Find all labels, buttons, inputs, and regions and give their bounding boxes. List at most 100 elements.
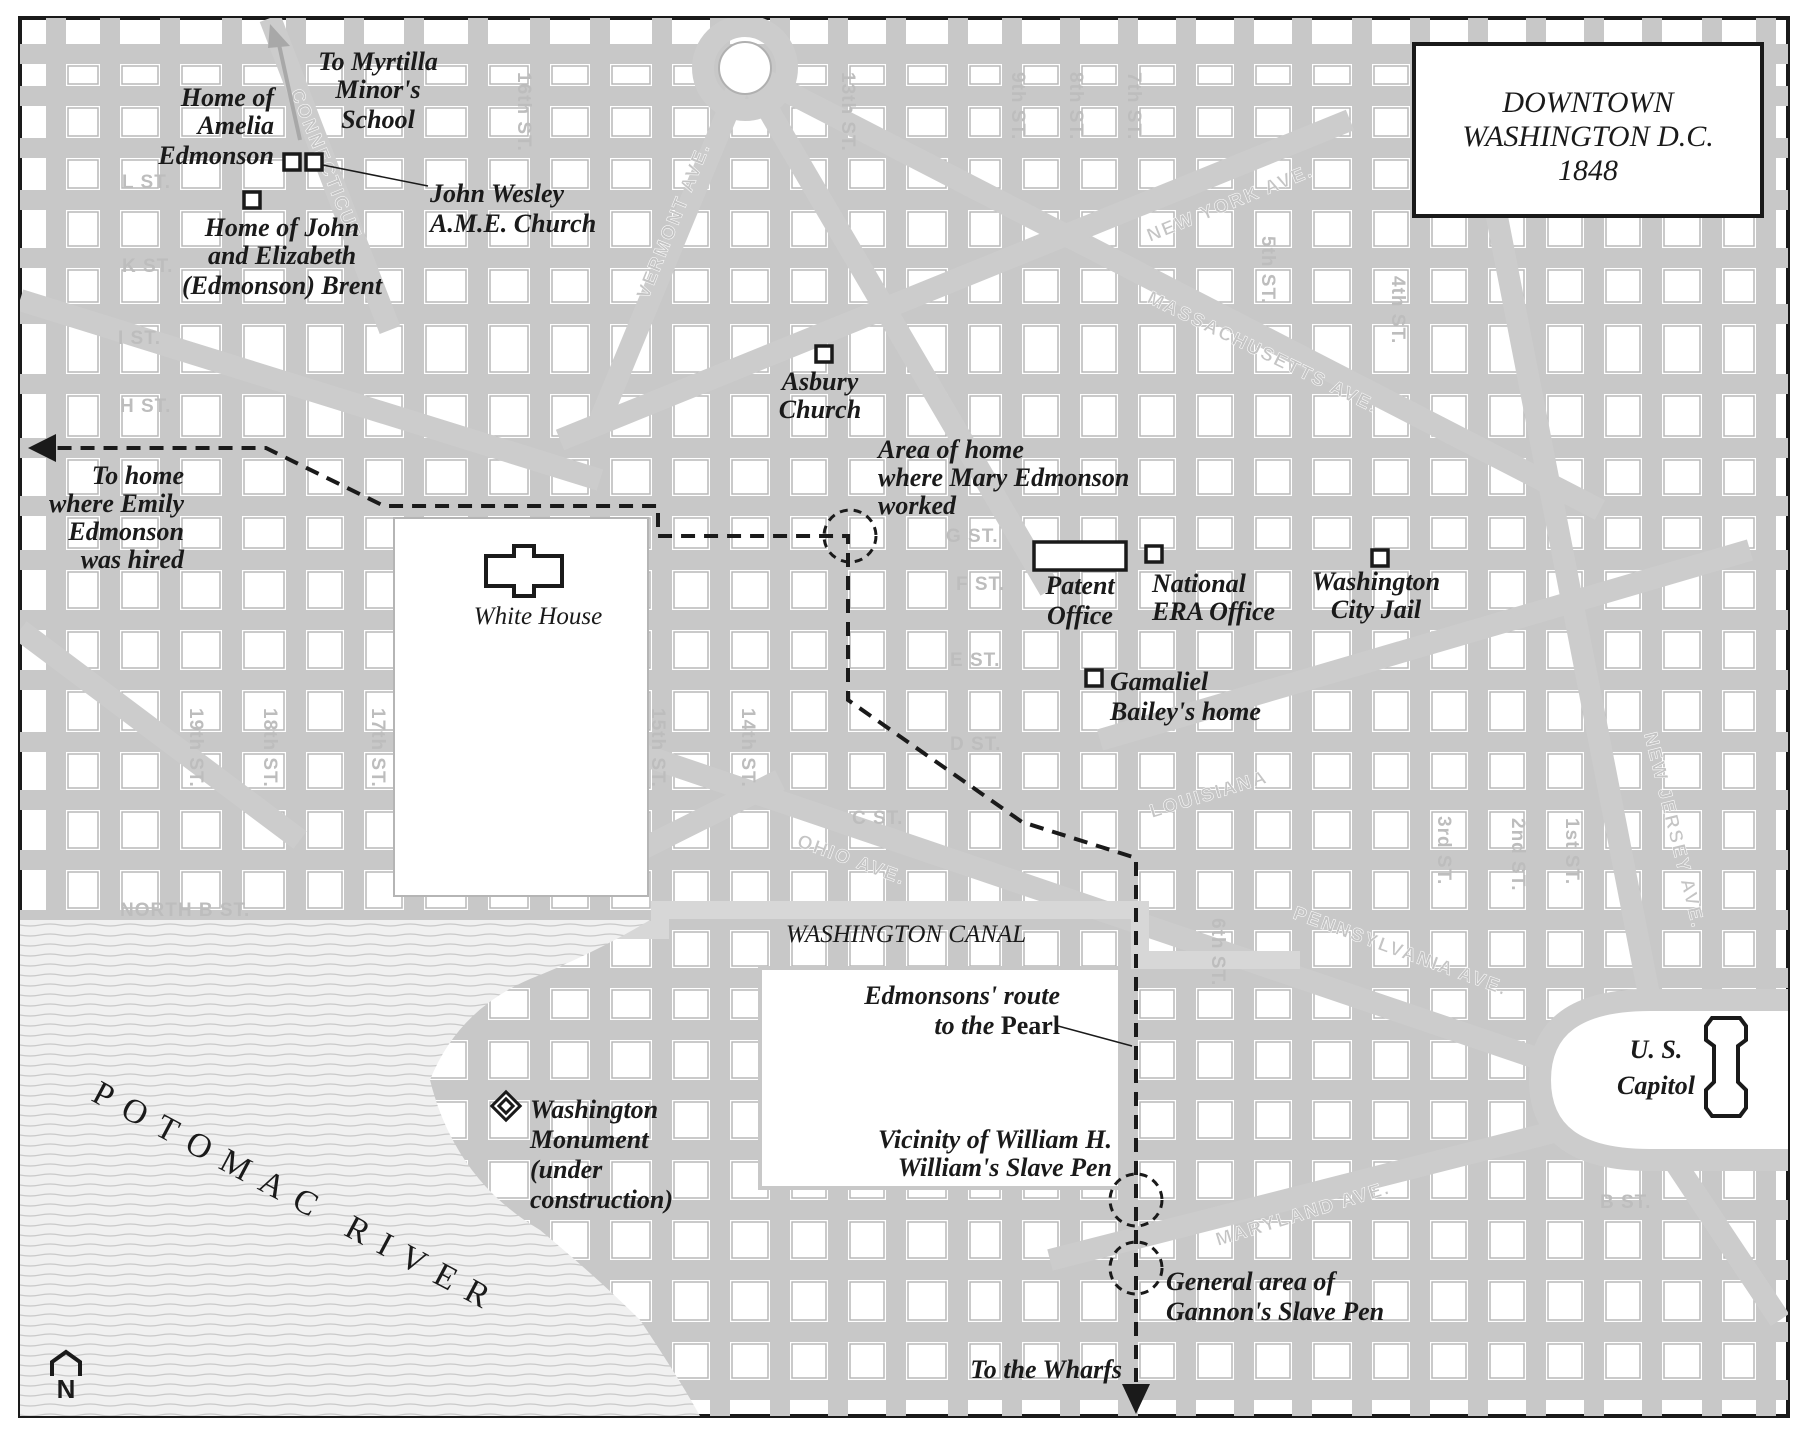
- city-block: [969, 571, 1001, 609]
- city-block: [1373, 931, 1409, 967]
- northwest-avenue: [20, 289, 604, 491]
- city-block: [1605, 691, 1641, 731]
- city-block: [1197, 811, 1233, 849]
- city-block: [907, 107, 947, 137]
- potomac-river-water: [20, 920, 700, 1416]
- city-block: [1373, 1343, 1409, 1379]
- city-block: [67, 811, 99, 849]
- city-block: [1431, 571, 1467, 609]
- city-block: [969, 811, 1001, 849]
- city-block: [1489, 1221, 1525, 1259]
- city-block: [1431, 1343, 1467, 1379]
- gamaliel-label-1: Gamaliel: [1110, 667, 1209, 696]
- city-block: [1023, 1343, 1059, 1379]
- city-block: [1373, 459, 1409, 495]
- city-block: [307, 65, 343, 85]
- street-9th: 9th ST.: [1007, 72, 1028, 140]
- gannon-pen-label-2: Gannon's Slave Pen: [1166, 1297, 1384, 1326]
- city-block: [1373, 871, 1409, 909]
- asbury-church-marker: [814, 344, 834, 364]
- city-block: [673, 1343, 709, 1379]
- city-block: [1139, 395, 1175, 437]
- city-block: [1723, 1343, 1755, 1379]
- city-block: [1489, 571, 1525, 609]
- city-block: [307, 691, 343, 731]
- city-block: [1431, 871, 1467, 909]
- city-block: [849, 1343, 885, 1379]
- city-block: [1197, 459, 1233, 495]
- city-block: [907, 459, 947, 495]
- route-leader-line: [1057, 1025, 1133, 1047]
- emily-label-2: where Emily: [49, 489, 185, 518]
- city-block: [673, 931, 709, 967]
- city-block: [121, 459, 159, 495]
- emily-label-4: was hired: [81, 545, 185, 574]
- city-block: [849, 753, 885, 789]
- gamaliel-home-marker: [1084, 668, 1104, 688]
- city-block: [1081, 395, 1117, 437]
- street-4th: 4th ST.: [1387, 276, 1408, 344]
- city-block: [1081, 691, 1117, 731]
- city-block: [425, 65, 467, 85]
- patent-office-label-2: Office: [1047, 601, 1113, 630]
- city-block: [1023, 459, 1059, 495]
- city-block: [1081, 1343, 1117, 1379]
- louisiana-avenue: [1096, 539, 1754, 751]
- city-block: [1431, 1041, 1467, 1079]
- city-block: [1023, 325, 1059, 373]
- city-block: [489, 325, 529, 373]
- city-block: [1313, 211, 1351, 247]
- williams-pen-label-1: Vicinity of William H.: [878, 1125, 1112, 1154]
- city-block: [1373, 325, 1409, 373]
- city-block: [1081, 811, 1117, 849]
- city-block: [1081, 107, 1117, 137]
- city-block: [1431, 931, 1467, 967]
- national-era-label-1: National: [1151, 569, 1247, 598]
- city-block: [731, 269, 769, 303]
- city-block: [1139, 1041, 1175, 1079]
- national-era-marker: [1144, 544, 1164, 564]
- asbury-label-2: Church: [779, 395, 861, 424]
- city-block: [1139, 571, 1175, 609]
- city-block: [1489, 931, 1525, 967]
- city-block: [551, 1041, 589, 1079]
- city-block: [969, 395, 1001, 437]
- city-block: [1489, 1281, 1525, 1321]
- street-c: C ST.: [852, 808, 903, 829]
- street-3rd: 3rd ST.: [1433, 816, 1454, 885]
- city-block: [1313, 65, 1351, 85]
- city-block: [969, 107, 1001, 137]
- city-block: [551, 269, 589, 303]
- city-block: [1255, 631, 1291, 669]
- city-block: [673, 1221, 709, 1259]
- maryland-avenue: [1047, 1099, 1643, 1271]
- city-block: [673, 325, 709, 373]
- city-block: [1373, 159, 1409, 189]
- church-leader-line: [317, 163, 429, 187]
- city-block: [67, 753, 99, 789]
- city-block: [425, 459, 467, 495]
- city-jail-label-1: Washington: [1312, 567, 1440, 596]
- city-block: [1663, 325, 1701, 373]
- city-block: [67, 159, 99, 189]
- street-18th: 18th ST.: [259, 708, 280, 788]
- city-block: [1663, 459, 1701, 495]
- city-block: [1373, 1281, 1409, 1321]
- city-block: [611, 459, 651, 495]
- city-block: [611, 1161, 651, 1199]
- city-block: [1313, 1281, 1351, 1321]
- city-block: [1081, 753, 1117, 789]
- monument-label-1: Washington: [530, 1095, 658, 1124]
- street-f: F ST.: [956, 574, 1005, 595]
- canal-label: WASHINGTON CANAL: [786, 921, 1026, 948]
- city-block: [1373, 1041, 1409, 1079]
- mary-label-3: worked: [878, 491, 957, 520]
- city-block: [1023, 931, 1059, 967]
- route-label-to-the: to the: [934, 1011, 1000, 1040]
- city-block: [1255, 107, 1291, 137]
- capitol-label-2: Capitol: [1617, 1071, 1696, 1100]
- city-block: [425, 159, 467, 189]
- city-block: [1489, 517, 1525, 549]
- city-block: [181, 159, 221, 189]
- city-block: [791, 631, 827, 669]
